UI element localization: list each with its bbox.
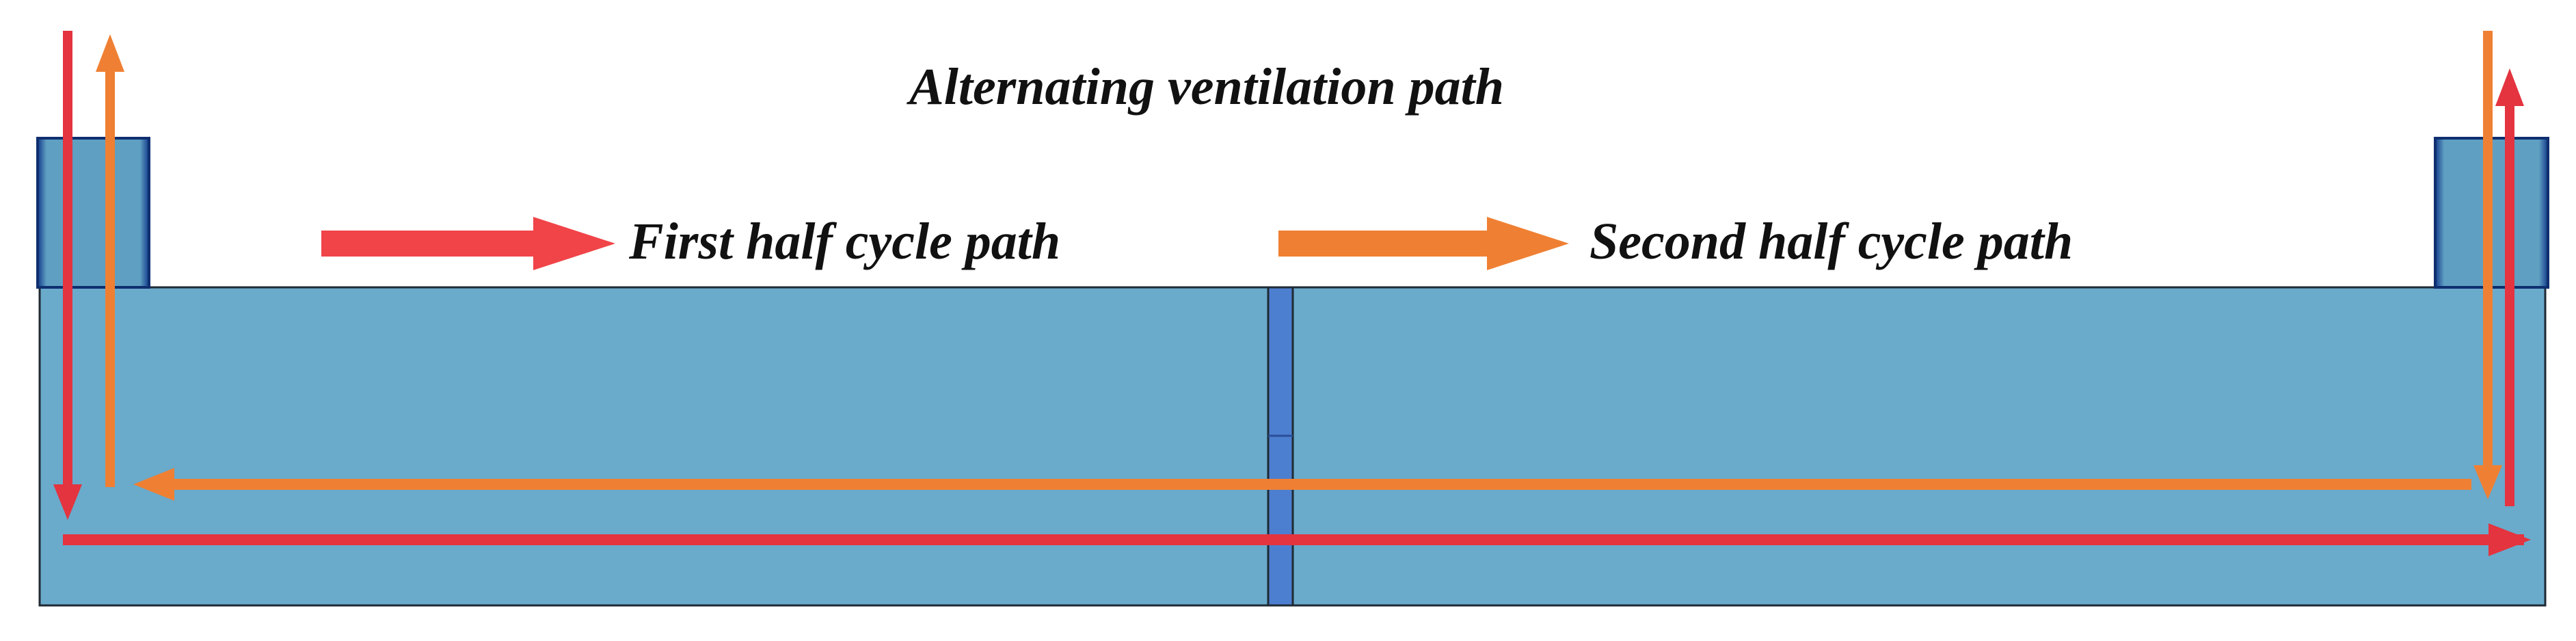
diagram-title: Alternating ventilation path bbox=[907, 58, 1504, 116]
first-half-left-down-segment bbox=[63, 31, 72, 488]
first-half-legend-label: First half cycle path bbox=[628, 213, 1060, 270]
second-half-left-arrowhead bbox=[133, 468, 174, 501]
first-half-legend-arrow bbox=[321, 217, 615, 270]
first-half-cycle-path bbox=[53, 31, 2531, 556]
second-half-legend-label: Second half cycle path bbox=[1589, 213, 2073, 270]
second-half-left-up-segment bbox=[105, 68, 115, 487]
second-half-right-down-segment bbox=[2483, 31, 2493, 469]
second-half-cycle-path bbox=[96, 31, 2502, 501]
second-half-right-down-arrowhead bbox=[2473, 465, 2502, 499]
first-half-right-up-segment bbox=[2505, 103, 2514, 506]
center-divider bbox=[1267, 286, 1294, 607]
second-half-left-up-arrowhead bbox=[96, 34, 124, 72]
first-half-right-up-arrowhead bbox=[2495, 68, 2524, 106]
first-half-right-arrowhead bbox=[2488, 523, 2531, 556]
second-half-middle-segment bbox=[171, 479, 2471, 490]
first-half-left-down-arrowhead bbox=[53, 484, 82, 520]
left-shaft bbox=[36, 137, 150, 289]
second-half-legend-arrow bbox=[1278, 217, 1569, 270]
first-half-bottom-segment bbox=[63, 534, 2524, 545]
